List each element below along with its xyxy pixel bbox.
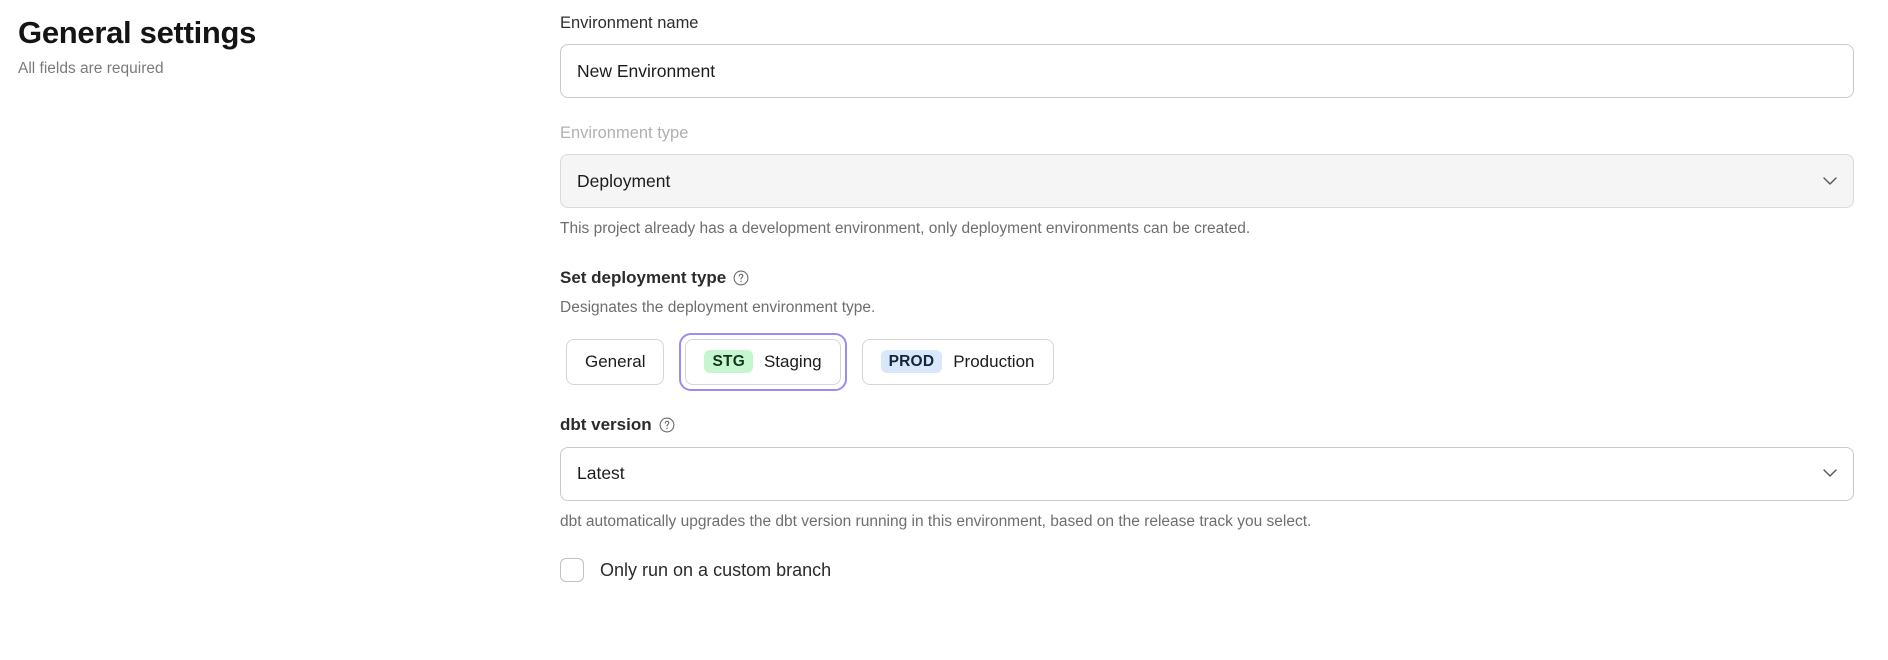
dbt-version-label: dbt version bbox=[560, 414, 652, 434]
custom-branch-checkbox[interactable] bbox=[560, 558, 584, 583]
environment-type-helper-text: This project already has a development e… bbox=[560, 220, 1251, 238]
chevron-down-icon bbox=[1823, 174, 1837, 188]
settings-intro: General settings All fields are required bbox=[18, 14, 518, 80]
dbt-version-helper-text: dbt automatically upgrades the dbt versi… bbox=[560, 512, 1312, 530]
environment-type-select[interactable]: Deployment bbox=[560, 154, 1854, 209]
custom-branch-row: Only run on a custom branch bbox=[560, 558, 1854, 583]
deployment-type-option-production[interactable]: PROD Production bbox=[861, 338, 1054, 385]
dbt-version-field-group: dbt version Latest dbt automatically upg… bbox=[560, 415, 1854, 533]
deployment-type-option-production-label: Production bbox=[953, 352, 1035, 372]
production-badge: PROD bbox=[880, 349, 943, 374]
deployment-type-option-staging-wrap: STG Staging bbox=[679, 332, 847, 391]
page-subtitle: All fields are required bbox=[18, 59, 164, 77]
question-circle-icon[interactable] bbox=[659, 417, 675, 433]
environment-type-label: Environment type bbox=[560, 124, 689, 143]
deployment-type-option-staging-label: Staging bbox=[763, 352, 822, 372]
deployment-type-field-group: Set deployment type Designates the deplo… bbox=[560, 268, 1854, 391]
question-circle-icon[interactable] bbox=[733, 270, 749, 286]
environment-type-field-group: Environment type Deployment This project… bbox=[560, 122, 1854, 240]
deployment-type-option-general[interactable]: General bbox=[566, 338, 665, 385]
environment-type-value: Deployment bbox=[577, 170, 671, 191]
deployment-type-option-general-wrap: General bbox=[560, 333, 670, 391]
deployment-type-option-staging[interactable]: STG Staging bbox=[685, 338, 841, 385]
dbt-version-heading-row: dbt version bbox=[560, 415, 1854, 435]
dbt-version-select[interactable]: Latest bbox=[560, 446, 1854, 501]
deployment-type-option-general-label: General bbox=[585, 352, 646, 372]
general-settings-form: Environment name New Environment Environ… bbox=[560, 12, 1854, 583]
environment-name-input[interactable]: New Environment bbox=[560, 44, 1854, 99]
staging-badge: STG bbox=[704, 349, 753, 374]
deployment-type-description: Designates the deployment environment ty… bbox=[560, 298, 876, 316]
environment-name-label: Environment name bbox=[560, 14, 699, 32]
deployment-type-heading-row: Set deployment type bbox=[560, 268, 1854, 288]
chevron-down-icon bbox=[1823, 467, 1837, 481]
custom-branch-label[interactable]: Only run on a custom branch bbox=[600, 559, 832, 580]
deployment-type-segmented-control: General STG Staging PROD Production bbox=[560, 332, 1854, 391]
dbt-version-value: Latest bbox=[577, 463, 625, 484]
deployment-type-option-production-wrap: PROD Production bbox=[856, 333, 1060, 391]
deployment-type-heading: Set deployment type bbox=[560, 267, 727, 287]
page-title: General settings bbox=[18, 15, 257, 50]
environment-name-field-group: Environment name New Environment bbox=[560, 12, 1854, 99]
